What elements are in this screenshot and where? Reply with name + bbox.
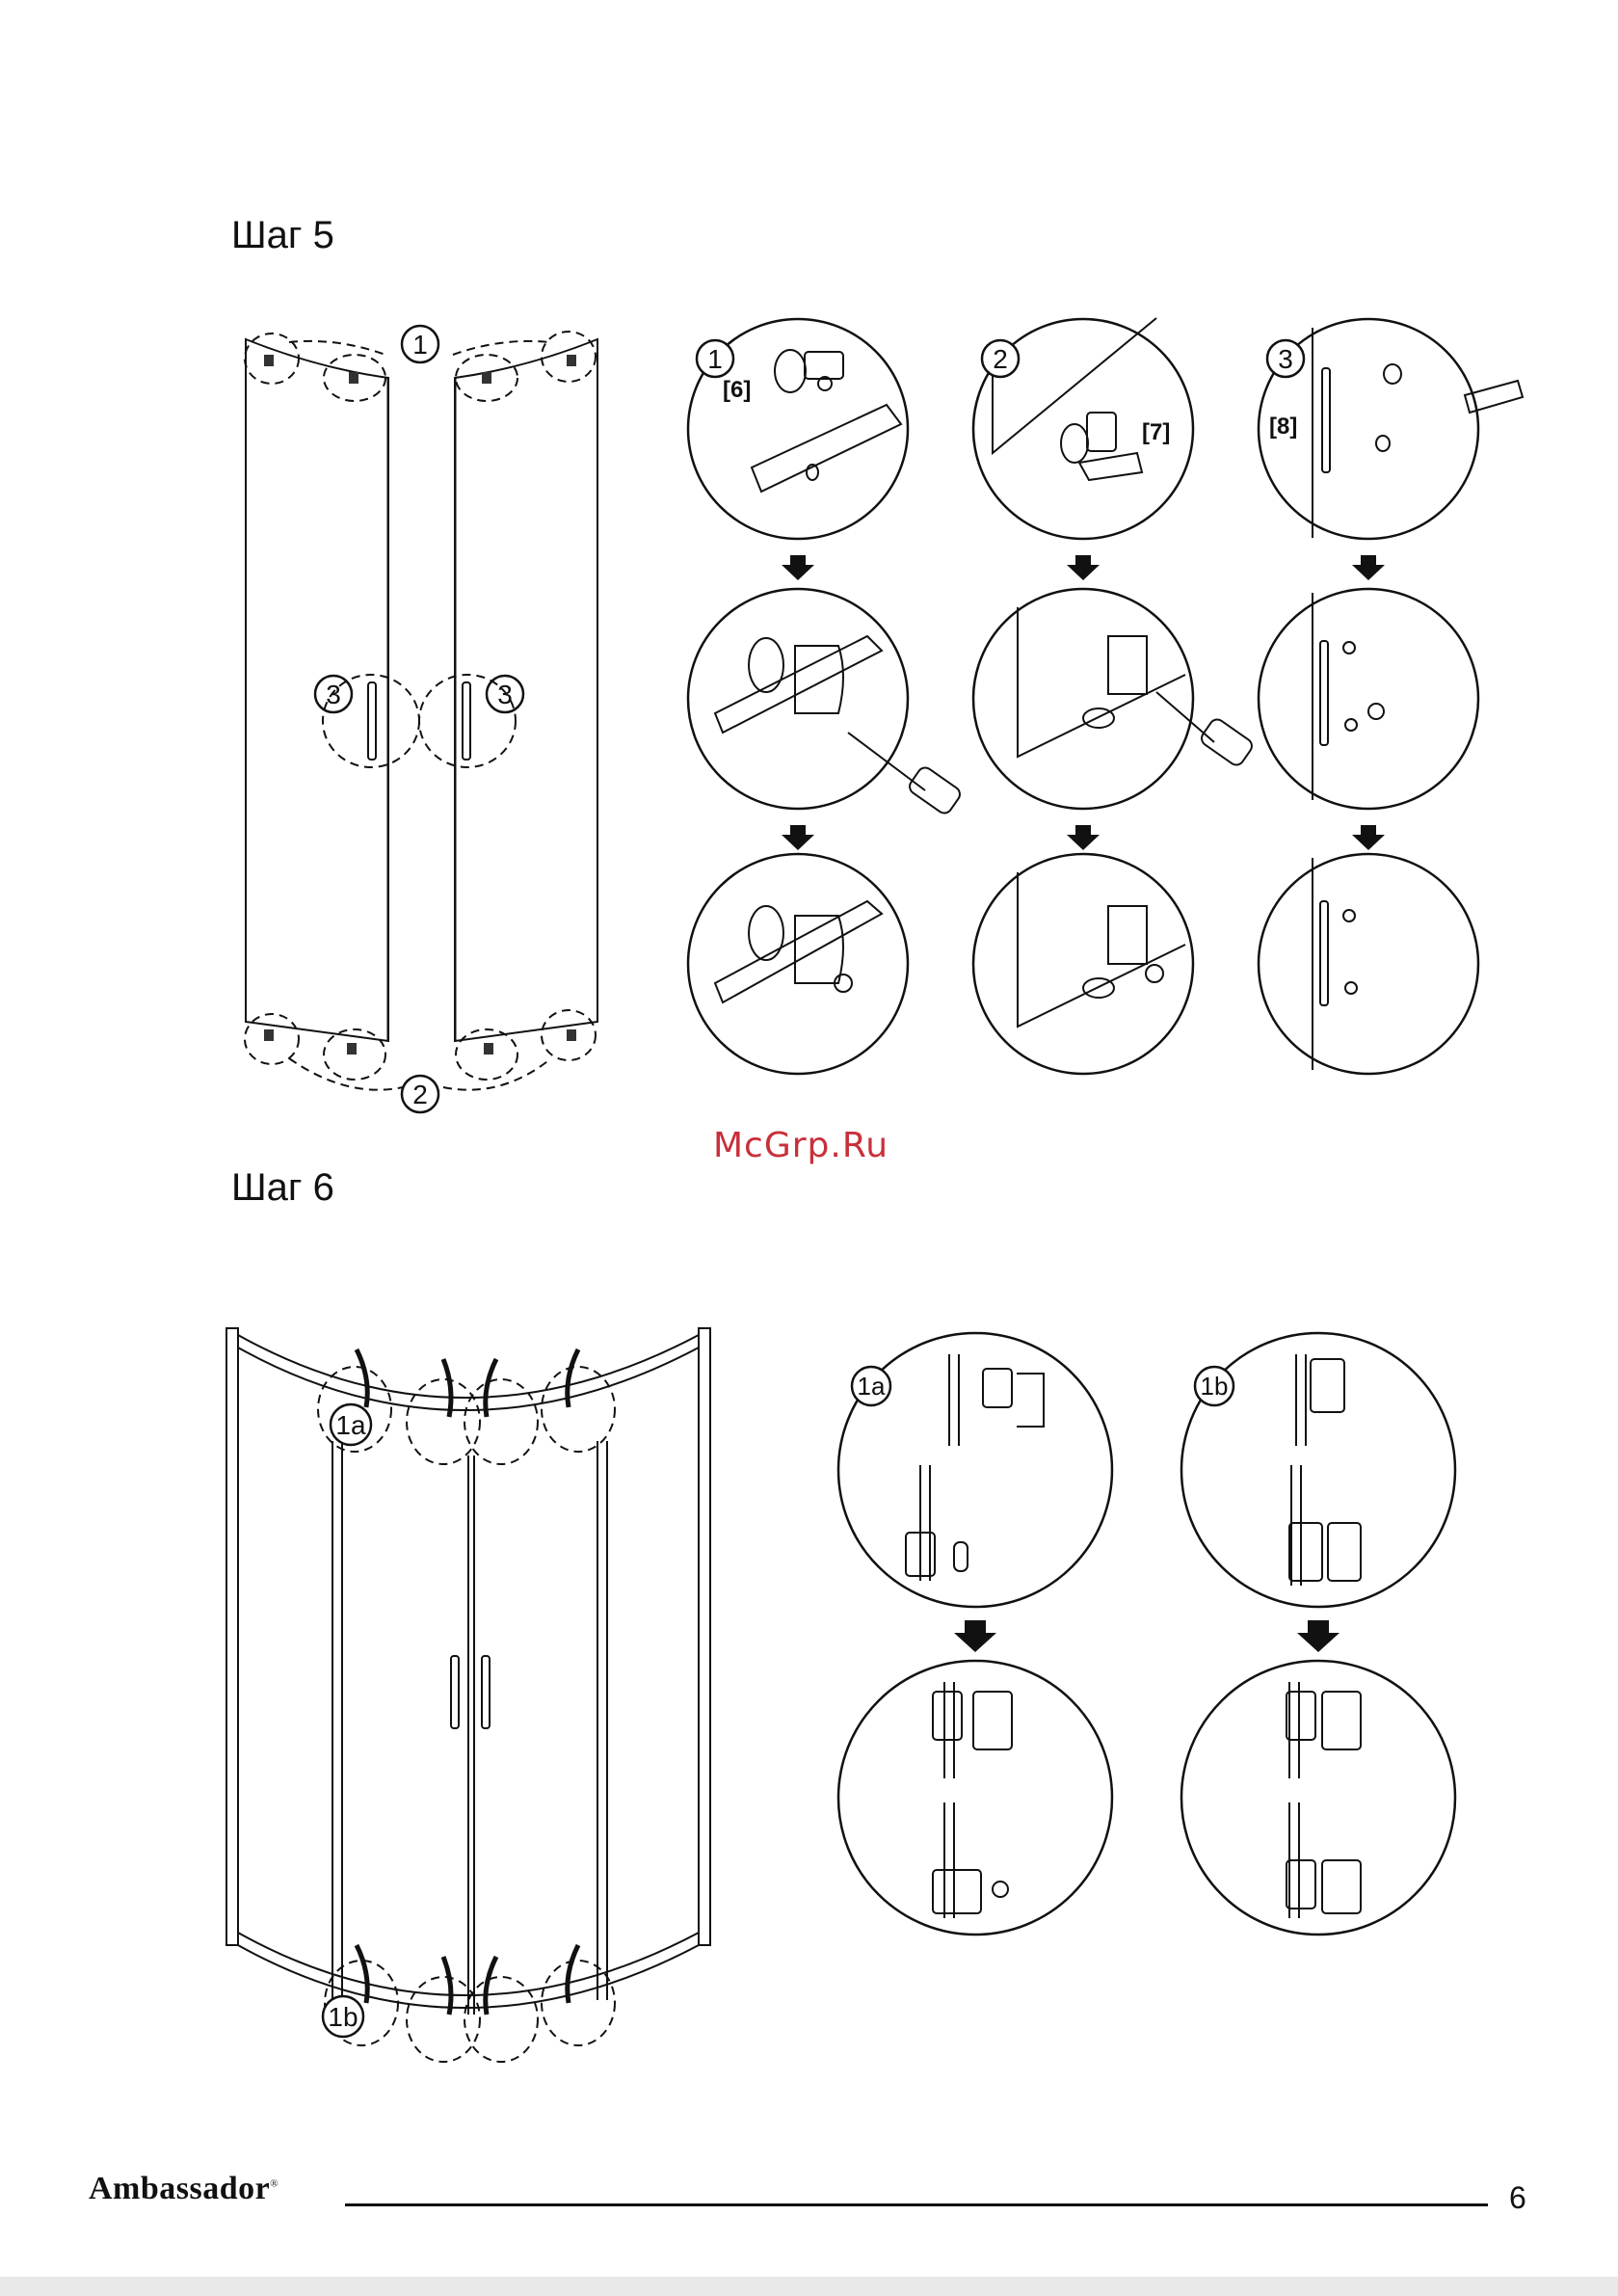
callout-2: 2 bbox=[412, 1080, 428, 1109]
step5-panels bbox=[245, 332, 597, 1090]
detail-callout-1b: 1b bbox=[1201, 1372, 1229, 1401]
part-6-label: [6] bbox=[723, 377, 751, 403]
callout-3-right: 3 bbox=[497, 680, 513, 709]
detail-callout-1: 1 bbox=[707, 344, 723, 374]
bottom-bar bbox=[0, 2277, 1618, 2296]
callout-1: 1 bbox=[412, 330, 428, 360]
step6-detail-circles bbox=[838, 1333, 1455, 1935]
part-7-label: [7] bbox=[1142, 419, 1170, 445]
step5-detail-circles bbox=[688, 319, 1478, 1074]
detail-callout-2: 2 bbox=[993, 344, 1008, 374]
detail-callout-1a: 1a bbox=[858, 1372, 886, 1401]
page-number: 6 bbox=[1509, 2180, 1526, 2216]
callout-3-left: 3 bbox=[326, 680, 341, 709]
part-8-label: [8] bbox=[1269, 414, 1297, 440]
callout-1b-enclosure: 1b bbox=[328, 2002, 358, 2032]
step6-enclosure bbox=[226, 1328, 710, 2062]
detail-callout-3: 3 bbox=[1278, 344, 1293, 374]
footer-divider bbox=[345, 2203, 1488, 2206]
callout-1a-enclosure: 1a bbox=[335, 1410, 366, 1440]
registered-mark: ® bbox=[270, 2178, 279, 2190]
brand-logo: Ambassador® bbox=[89, 2171, 279, 2207]
brand-name: Ambassador bbox=[89, 2171, 270, 2206]
